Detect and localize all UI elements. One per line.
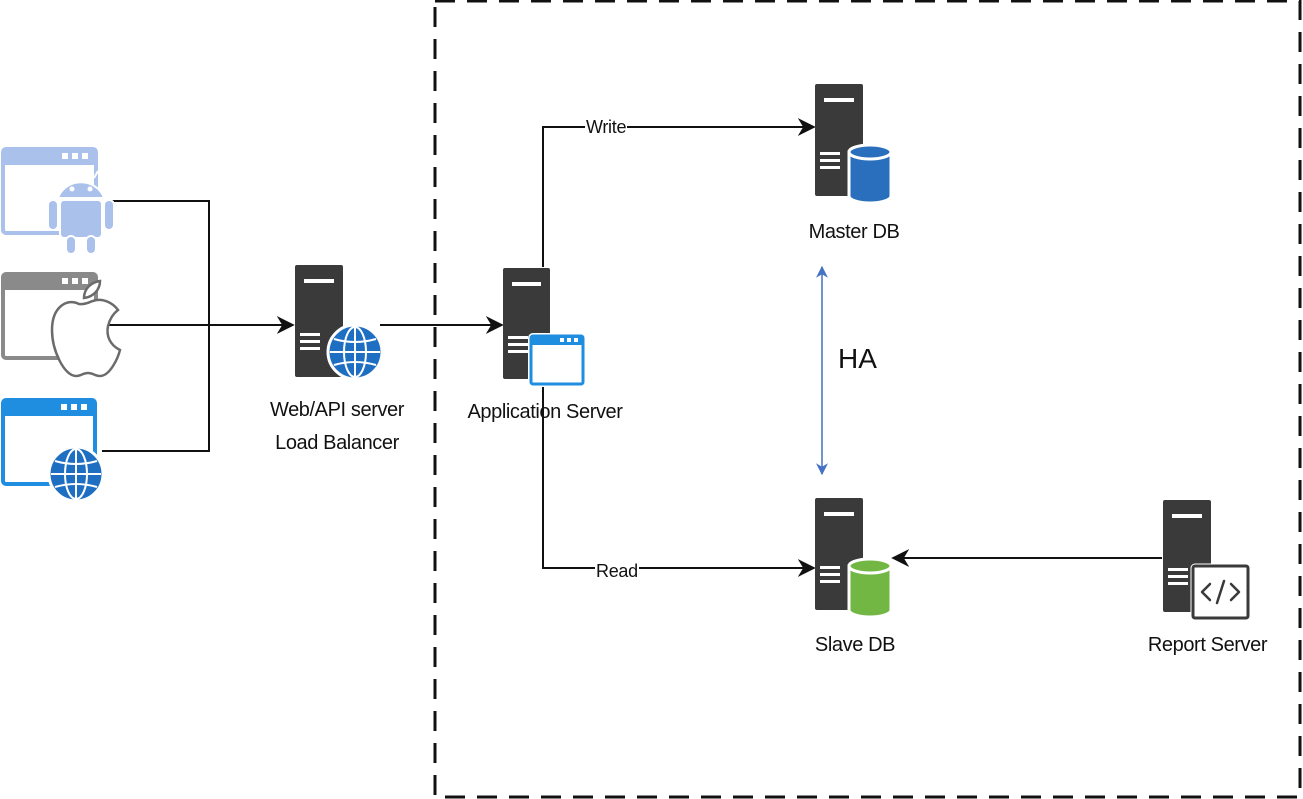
application-server-label: Application Server xyxy=(467,401,623,423)
web-connector xyxy=(102,325,210,452)
read-edge-label: Read xyxy=(595,561,639,581)
database-icon xyxy=(847,143,893,205)
load-balancer-label-line1: Web/API server xyxy=(269,399,405,421)
apple-icon xyxy=(50,279,122,378)
browser-window-icon xyxy=(528,333,586,387)
write-edge-label: Write xyxy=(585,117,628,137)
slave-db-label: Slave DB xyxy=(814,634,896,656)
system-boundary xyxy=(433,0,1302,799)
ha-label: HA xyxy=(838,343,877,374)
application-server xyxy=(503,268,586,387)
master-db xyxy=(815,84,893,205)
web-client xyxy=(1,398,105,503)
report-server xyxy=(1163,500,1251,621)
write-arrow xyxy=(542,118,816,267)
database-icon xyxy=(847,557,893,619)
code-icon xyxy=(1190,563,1251,621)
android-client xyxy=(1,147,115,255)
report-server-label: Report Server xyxy=(1147,634,1268,656)
load-balancer xyxy=(295,265,384,381)
load-balancer-label-line2: Load Balancer xyxy=(275,432,399,454)
ios-client xyxy=(1,272,122,378)
slave-db xyxy=(815,498,893,619)
globe-icon xyxy=(47,445,105,503)
master-db-label: Master DB xyxy=(808,221,900,243)
read-arrow xyxy=(542,380,816,577)
android-connector xyxy=(107,200,210,325)
android-icon xyxy=(47,170,115,255)
globe-icon xyxy=(326,323,384,381)
connectors xyxy=(102,118,1162,577)
